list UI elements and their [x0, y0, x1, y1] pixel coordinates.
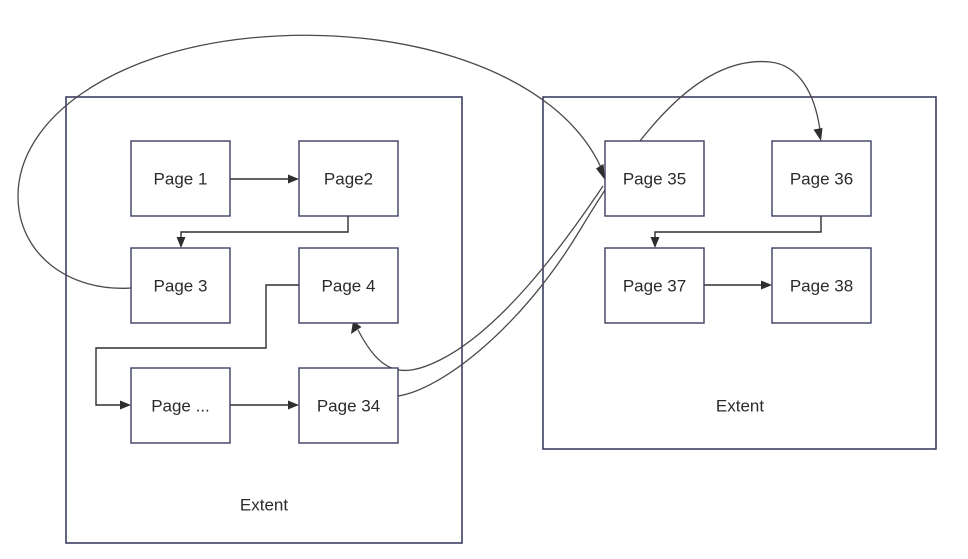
arrow-head-icon: [288, 174, 299, 184]
page-node-page-1[interactable]: Page 1: [130, 140, 231, 217]
extent-right-label: Extent: [716, 396, 764, 415]
page-label: Page 37: [623, 276, 686, 295]
page-node-page-36[interactable]: Page 36: [771, 140, 872, 217]
page-label: Page ...: [151, 396, 210, 415]
extent-left[interactable]: [65, 96, 463, 544]
page-box: [604, 247, 705, 324]
page-label: Page 38: [790, 276, 853, 295]
connector-line: [654, 216, 822, 239]
page-label: Page 3: [154, 276, 208, 295]
extent-right[interactable]: [542, 96, 937, 450]
page-box: [604, 140, 705, 217]
page-node-page-35[interactable]: Page 35: [604, 140, 705, 217]
page-label: Page 34: [317, 396, 380, 415]
connector-line: [180, 216, 349, 239]
connector-page35-to-page4: [351, 185, 604, 372]
page-node-page-38[interactable]: Page 38: [771, 247, 872, 324]
page-node-page-3[interactable]: Page 3: [130, 247, 231, 324]
arrow-head-icon: [761, 280, 772, 290]
arrow-head-icon: [596, 164, 605, 180]
page-label: Page2: [324, 169, 373, 188]
arrow-head-icon: [351, 321, 362, 334]
connector-page-ellipsis-to-page34: [230, 400, 299, 410]
page-box: [298, 140, 399, 217]
page-box: [771, 140, 872, 217]
curve-line: [17, 34, 604, 289]
connector-page2-to-page3: [176, 216, 349, 248]
page-box: [130, 367, 231, 444]
connector-page36-to-page37: [650, 216, 822, 248]
arrow-head-icon: [176, 237, 186, 248]
arrow-head-icon: [288, 400, 299, 410]
page-label: Page 4: [322, 276, 376, 295]
connector-page4-to-page-ellipsis: [95, 284, 299, 410]
page-node-page-ellipsis[interactable]: Page ...: [130, 367, 231, 444]
page-node-page-34[interactable]: Page 34: [298, 367, 399, 444]
page-label: Page 36: [790, 169, 853, 188]
connector-page1-to-page2: [230, 174, 299, 184]
page-box: [771, 247, 872, 324]
arrow-head-icon: [120, 400, 131, 410]
connector-page37-to-page38: [704, 280, 772, 290]
extent-right-border: [542, 96, 937, 450]
page-box: [130, 247, 231, 324]
page-label: Page 35: [623, 169, 686, 188]
page-box: [298, 247, 399, 324]
page-label: Page 1: [154, 169, 208, 188]
extent-left-border: [65, 96, 463, 544]
arrow-head-icon: [813, 128, 823, 141]
connector-line: [95, 284, 299, 406]
extent-left-label: Extent: [240, 495, 288, 514]
curve-line: [357, 185, 604, 372]
page-node-page-4[interactable]: Page 4: [298, 247, 399, 324]
page-node-page-2[interactable]: Page2: [298, 140, 399, 217]
arrow-head-icon: [650, 237, 660, 248]
page-node-page-37[interactable]: Page 37: [604, 247, 705, 324]
page-box: [130, 140, 231, 217]
page-box: [298, 367, 399, 444]
connector-page3-to-page35: [17, 34, 605, 289]
